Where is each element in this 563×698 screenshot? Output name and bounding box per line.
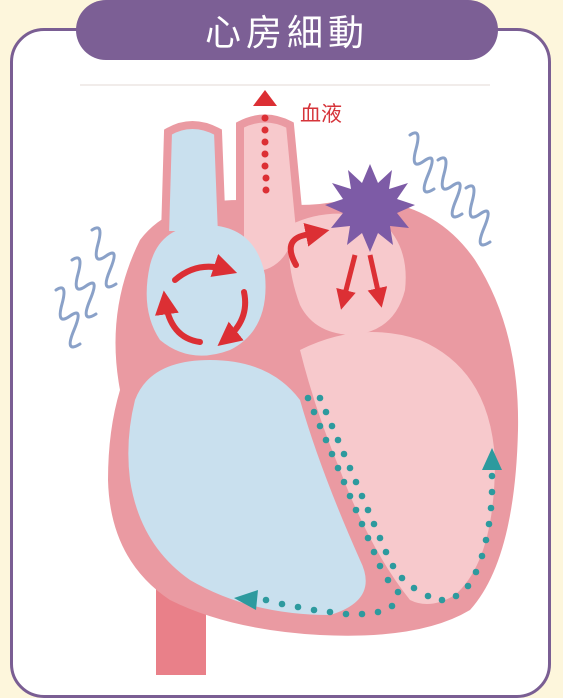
- right-atrium: [147, 225, 266, 356]
- blood-label: 血液: [300, 102, 342, 126]
- vibration-icon: [56, 228, 116, 347]
- up-arrow-icon: [253, 90, 277, 106]
- vena-cava: [165, 125, 222, 235]
